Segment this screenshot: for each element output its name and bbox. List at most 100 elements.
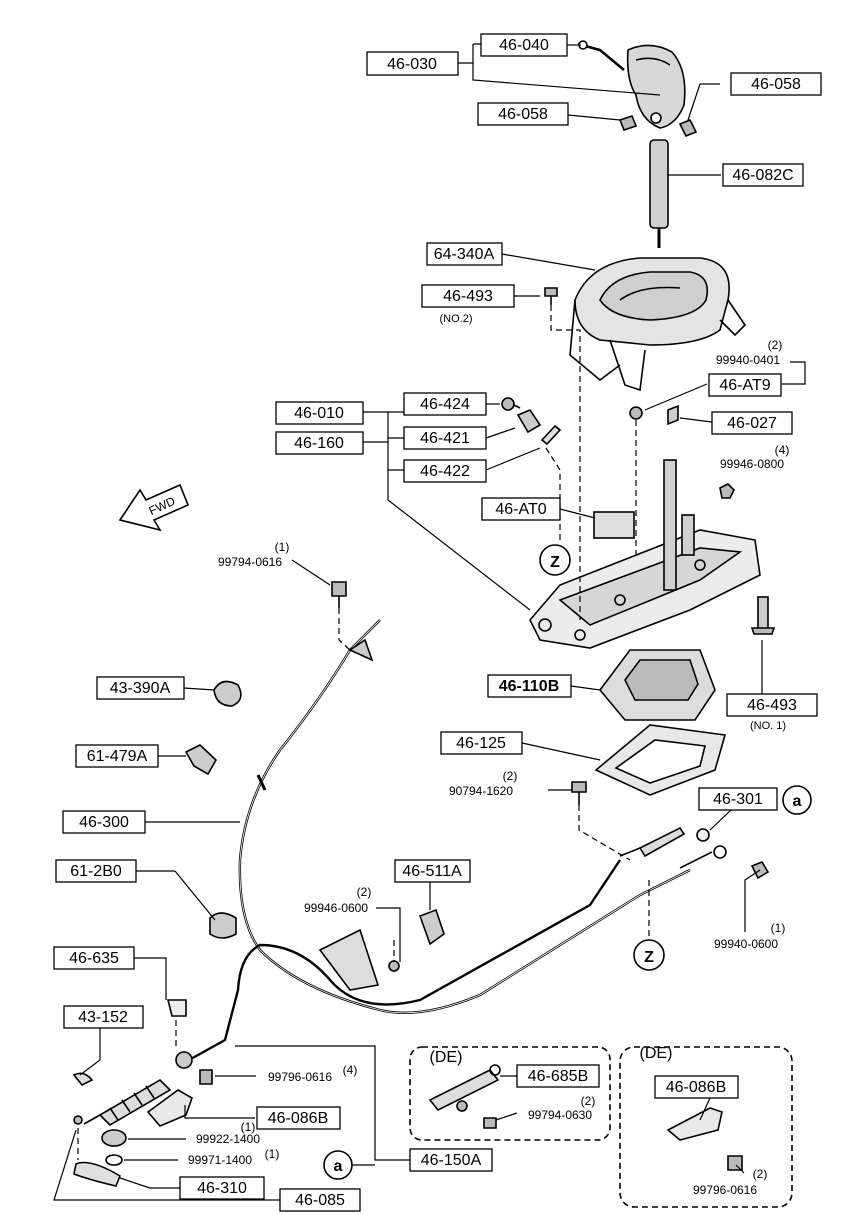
label-46-424: 46-424 xyxy=(420,396,470,413)
label-99946-0600: 99946-0600 xyxy=(304,901,368,915)
note-46-493-no1: (NO. 1) xyxy=(750,720,786,732)
leader-lines xyxy=(53,43,806,1201)
gasket xyxy=(594,724,727,796)
label-61-479a: 61-479A xyxy=(87,748,148,765)
label-46-310: 46-310 xyxy=(197,1180,247,1197)
clip-46-027 xyxy=(667,404,679,426)
label-46-086b-right: 46-086B xyxy=(666,1079,727,1096)
cable-end-left xyxy=(83,1051,193,1127)
label-99796-0616b: 99796-0616 xyxy=(693,1183,757,1197)
label-46-030: 46-030 xyxy=(387,56,437,73)
a-marker-bottom: a xyxy=(334,1158,343,1175)
label-99794-0630: 99794-0630 xyxy=(528,1108,592,1122)
grommet-61-2b0 xyxy=(209,912,237,939)
qty-99794-0616: (1) xyxy=(275,540,290,554)
label-46-at0: 46-AT0 xyxy=(495,501,546,518)
bolt-90794-1620 xyxy=(571,781,587,805)
de-right-box xyxy=(619,1046,793,1208)
block-46-421 xyxy=(516,409,542,434)
bolt-46-493-no1 xyxy=(750,596,776,635)
de-left-box xyxy=(409,1046,611,1141)
label-46-301: 46-301 xyxy=(713,791,763,808)
de-left-parts xyxy=(428,1064,501,1129)
bolt-99796-0616 xyxy=(199,1069,213,1085)
label-99971-1400: 99971-1400 xyxy=(188,1153,252,1167)
de-right-parts xyxy=(666,1107,743,1171)
part-drawings xyxy=(72,40,812,1208)
a-marker-top: a xyxy=(793,793,802,810)
qty-99946-0800: (4) xyxy=(775,443,790,457)
label-43-152: 43-152 xyxy=(78,1009,128,1026)
label-46-058-right: 46-058 xyxy=(751,76,801,93)
label-46-085: 46-085 xyxy=(295,1192,345,1209)
label-46-027: 46-027 xyxy=(727,415,777,432)
label-boxes xyxy=(53,33,822,1212)
pin-46-422 xyxy=(540,424,562,446)
knob-screw-right xyxy=(678,118,698,138)
label-46-082c: 46-082C xyxy=(732,167,793,184)
label-46-422: 46-422 xyxy=(420,463,470,480)
z-marker-top: Z xyxy=(550,554,560,571)
shift-knob xyxy=(577,40,686,129)
label-99922-1400: 99922-1400 xyxy=(196,1132,260,1146)
fwd-arrow xyxy=(118,483,190,532)
nut-99946-0800 xyxy=(719,483,735,499)
label-46-635: 46-635 xyxy=(69,950,119,967)
label-61-2b0: 61-2B0 xyxy=(70,863,122,880)
bracket-46-086b xyxy=(146,1089,193,1127)
clip-43-152 xyxy=(72,1072,94,1087)
qty-99796-0616: (4) xyxy=(343,1063,358,1077)
label-46-493-no2: 46-493 xyxy=(443,288,493,305)
label-99940-0401: 99940-0401 xyxy=(716,353,780,367)
bolt-99794-0616 xyxy=(331,581,347,608)
washer-99922-1400 xyxy=(101,1129,127,1147)
shift-sleeve xyxy=(649,139,669,248)
label-46-493-no1: 46-493 xyxy=(747,697,797,714)
clip-61-479a xyxy=(184,744,218,776)
label-46-010: 46-010 xyxy=(294,405,344,422)
label-46-086b: 46-086B xyxy=(268,1110,329,1127)
qty-90794-1620: (2) xyxy=(503,769,518,783)
label-90794-1620: 90794-1620 xyxy=(449,784,513,798)
bushing-46-301 xyxy=(696,828,710,842)
shift-cable-46-150a xyxy=(179,859,621,1067)
label-46-125: 46-125 xyxy=(456,735,506,752)
bolt-46-493-no2 xyxy=(544,287,558,305)
label-43-390a: 43-390A xyxy=(110,680,171,697)
indicator-panel xyxy=(569,257,747,392)
a-circle-top xyxy=(782,785,812,815)
label-99796-0616: 99796-0616 xyxy=(268,1070,332,1084)
label-99946-0800: 99946-0800 xyxy=(720,457,784,471)
label-46-110b: 46-110B xyxy=(499,678,560,695)
label-46-685b: 46-685B xyxy=(528,1068,589,1085)
label-text: 46-030 46-040 46-058 46-058 46-082C 64-3… xyxy=(69,37,801,1209)
label-99940-0600: 99940-0600 xyxy=(714,937,778,951)
z-marker-bottom: Z xyxy=(644,949,654,966)
dust-boot xyxy=(598,649,716,721)
label-46-040: 46-040 xyxy=(499,37,549,54)
label-46-150a: 46-150A xyxy=(421,1152,482,1169)
qty-99940-0401: (2) xyxy=(768,338,783,352)
qty-46-086b: (1) xyxy=(241,1120,256,1134)
qty-99971-1400: (1) xyxy=(265,1147,280,1161)
z-circle-top xyxy=(539,544,571,576)
label-46-511a: 46-511A xyxy=(402,863,462,880)
nut-99946-0600 xyxy=(388,960,400,972)
nut-46-at9 xyxy=(629,406,643,420)
qty-99940-0600: (1) xyxy=(771,921,786,935)
z-circle-bottom xyxy=(633,939,665,971)
clip-46-635 xyxy=(166,999,187,1017)
note-46-493-no2: (NO.2) xyxy=(440,313,473,325)
washer-99971-1400 xyxy=(105,1154,123,1166)
clip-46-424 xyxy=(501,397,521,411)
bracket-46-511a xyxy=(418,908,445,946)
label-46-at9: 46-AT9 xyxy=(719,377,770,394)
de-right-label: (DE) xyxy=(640,1045,673,1062)
qty-99794-0630: (2) xyxy=(581,1094,596,1108)
lever-46-310 xyxy=(73,1115,121,1187)
label-46-421: 46-421 xyxy=(420,430,470,447)
knob-screw-left xyxy=(618,115,638,131)
cable-end-right xyxy=(619,826,727,869)
qty-99946-0600: (2) xyxy=(357,885,372,899)
label-46-300: 46-300 xyxy=(79,814,129,831)
